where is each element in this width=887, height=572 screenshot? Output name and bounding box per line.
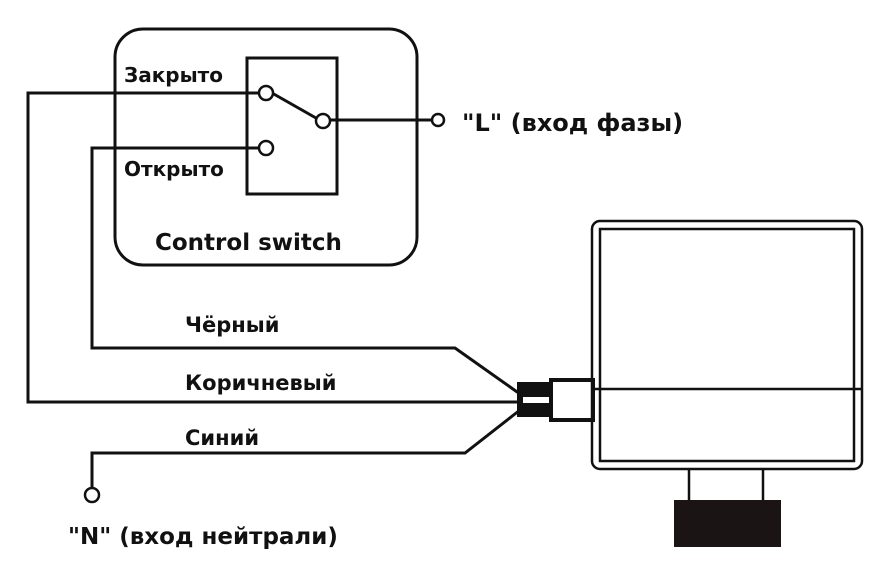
wire-blue-label: Синий [185, 426, 259, 450]
actuator-body-inner [598, 227, 856, 463]
actuator-base [674, 500, 781, 547]
wire-black [90, 146, 521, 396]
wire-black-label: Чёрный [185, 313, 279, 337]
line-input-label: "L" (вход фазы) [462, 109, 683, 137]
connector-housing [549, 378, 595, 422]
neutral-input-label: "N" (вход нейтрали) [68, 524, 338, 550]
line-input-terminal [430, 112, 446, 128]
wire-blue [90, 408, 521, 488]
switch-box [245, 56, 339, 196]
open-label: Открыто [124, 157, 224, 181]
actuator-body-outer [590, 219, 864, 471]
common-contact-terminal [314, 112, 332, 130]
open-contact-terminal [257, 139, 275, 157]
closed-contact-terminal [257, 84, 275, 102]
neutral-input-terminal [83, 486, 101, 504]
control-switch-title: Control switch [155, 230, 342, 256]
switch-blade [271, 91, 317, 120]
connector-slot [523, 397, 549, 403]
wire-brown-label: Коричневый [185, 371, 337, 395]
wire-brown [26, 91, 520, 404]
closed-label: Закрыто [124, 63, 223, 87]
